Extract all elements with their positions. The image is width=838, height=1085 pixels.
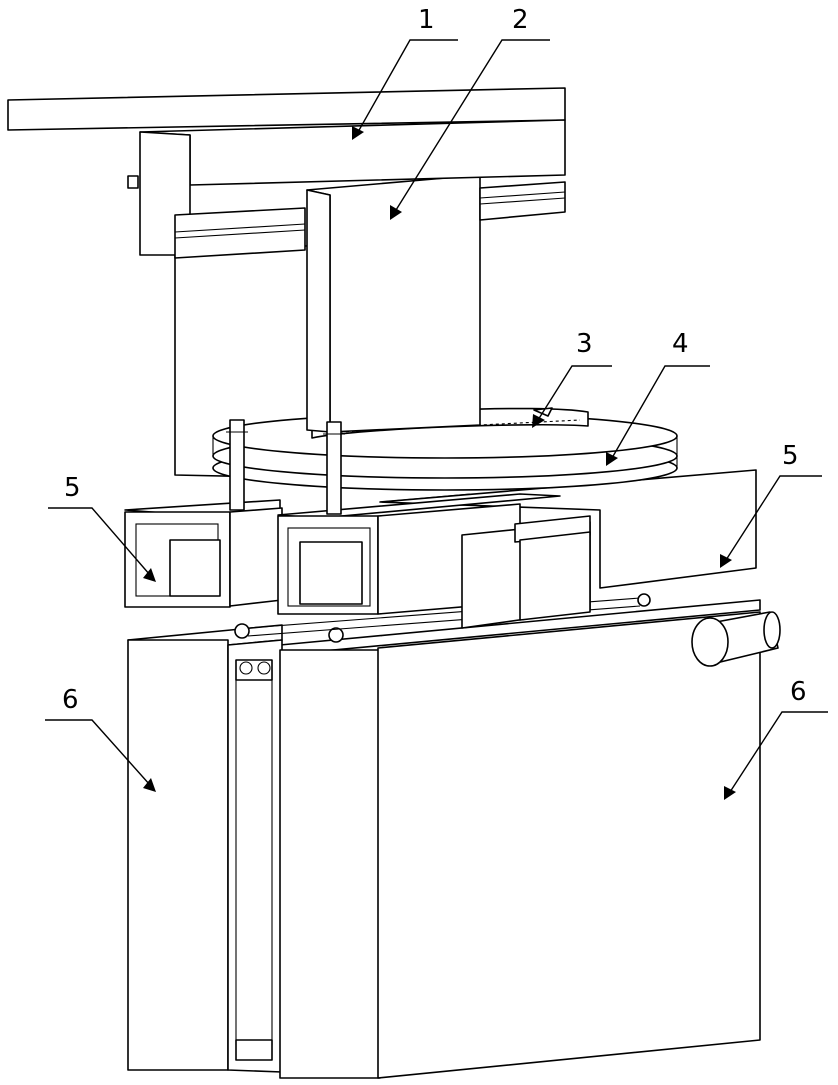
callout-label-6-left: 6 — [62, 685, 79, 715]
roller-right — [638, 594, 650, 606]
pin-right — [327, 422, 341, 514]
gear-bottom — [236, 1040, 272, 1060]
right-cabinet-face — [378, 612, 760, 1078]
roller-left — [235, 624, 249, 638]
callout-label-4: 4 — [672, 329, 689, 359]
left-cabinet-front — [128, 640, 228, 1070]
arm-bolt — [128, 176, 138, 188]
left-box-block — [170, 540, 220, 596]
callout-label-3: 3 — [576, 329, 593, 359]
slider-front — [520, 532, 590, 620]
motor-icon — [692, 612, 780, 666]
column-side — [307, 190, 330, 432]
callout-label-5-left: 5 — [64, 473, 81, 503]
frame-beams — [125, 470, 756, 628]
callout-label-2: 2 — [512, 5, 529, 35]
left-box-side — [230, 508, 282, 606]
base-cabinets — [128, 594, 780, 1078]
pin-left — [230, 420, 244, 510]
right-cabinet-front-strip — [280, 650, 380, 1078]
callout-label-6-right: 6 — [790, 677, 807, 707]
callout-label-1: 1 — [418, 5, 435, 35]
mid-box-block — [300, 542, 362, 604]
top-arm — [8, 88, 565, 258]
rail-left — [175, 208, 305, 258]
callout-label-5-right: 5 — [782, 441, 799, 471]
